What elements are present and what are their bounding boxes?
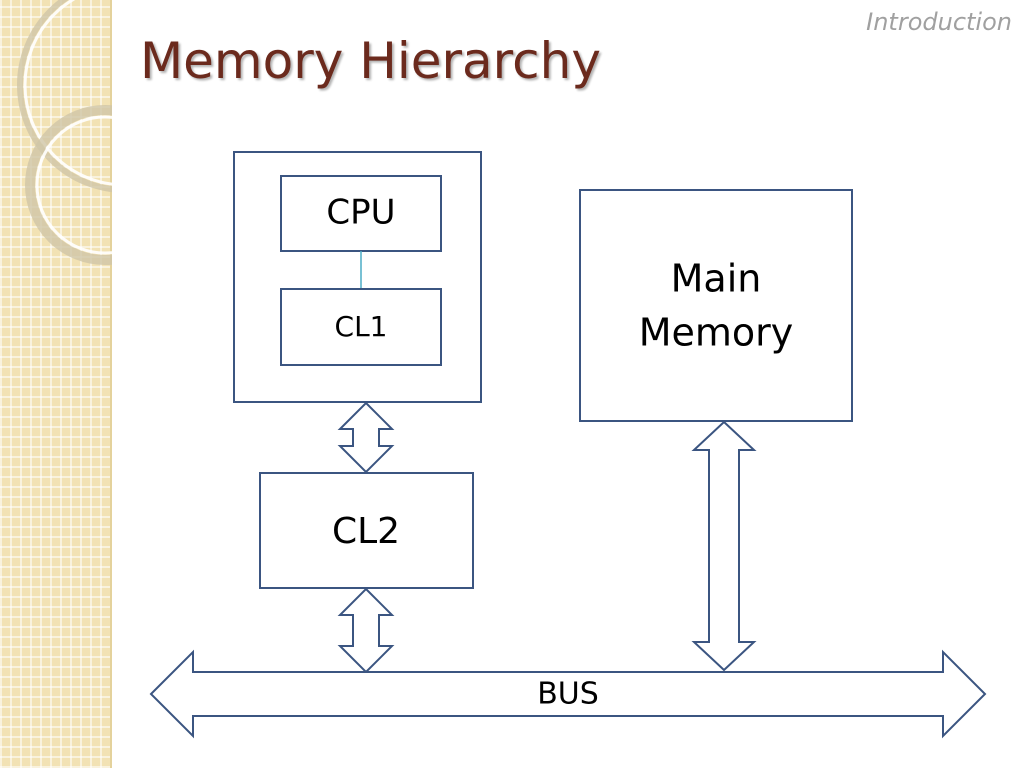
cl2-label: CL2 [332, 511, 400, 552]
cpu-label: CPU [326, 193, 395, 233]
decorative-side-panel [0, 0, 112, 768]
cl2-bus-double-arrow [337, 587, 395, 674]
main-memory-label-line2: Memory [639, 311, 794, 355]
decorative-circles [17, 0, 112, 265]
section-label: Introduction [866, 8, 1012, 36]
main-memory-box [579, 189, 853, 422]
bus-label: BUS [537, 677, 599, 712]
cl1-label: CL1 [335, 310, 388, 343]
cpu-box [280, 175, 442, 252]
memory-bus-double-arrow [691, 420, 757, 672]
cl1-box [280, 288, 442, 366]
cpu-cl2-double-arrow [337, 401, 395, 474]
cl2-box [259, 472, 474, 589]
bus-double-arrow [149, 649, 987, 739]
main-memory-label-line1: Main [671, 257, 762, 301]
page-title: Memory Hierarchy [140, 32, 601, 90]
